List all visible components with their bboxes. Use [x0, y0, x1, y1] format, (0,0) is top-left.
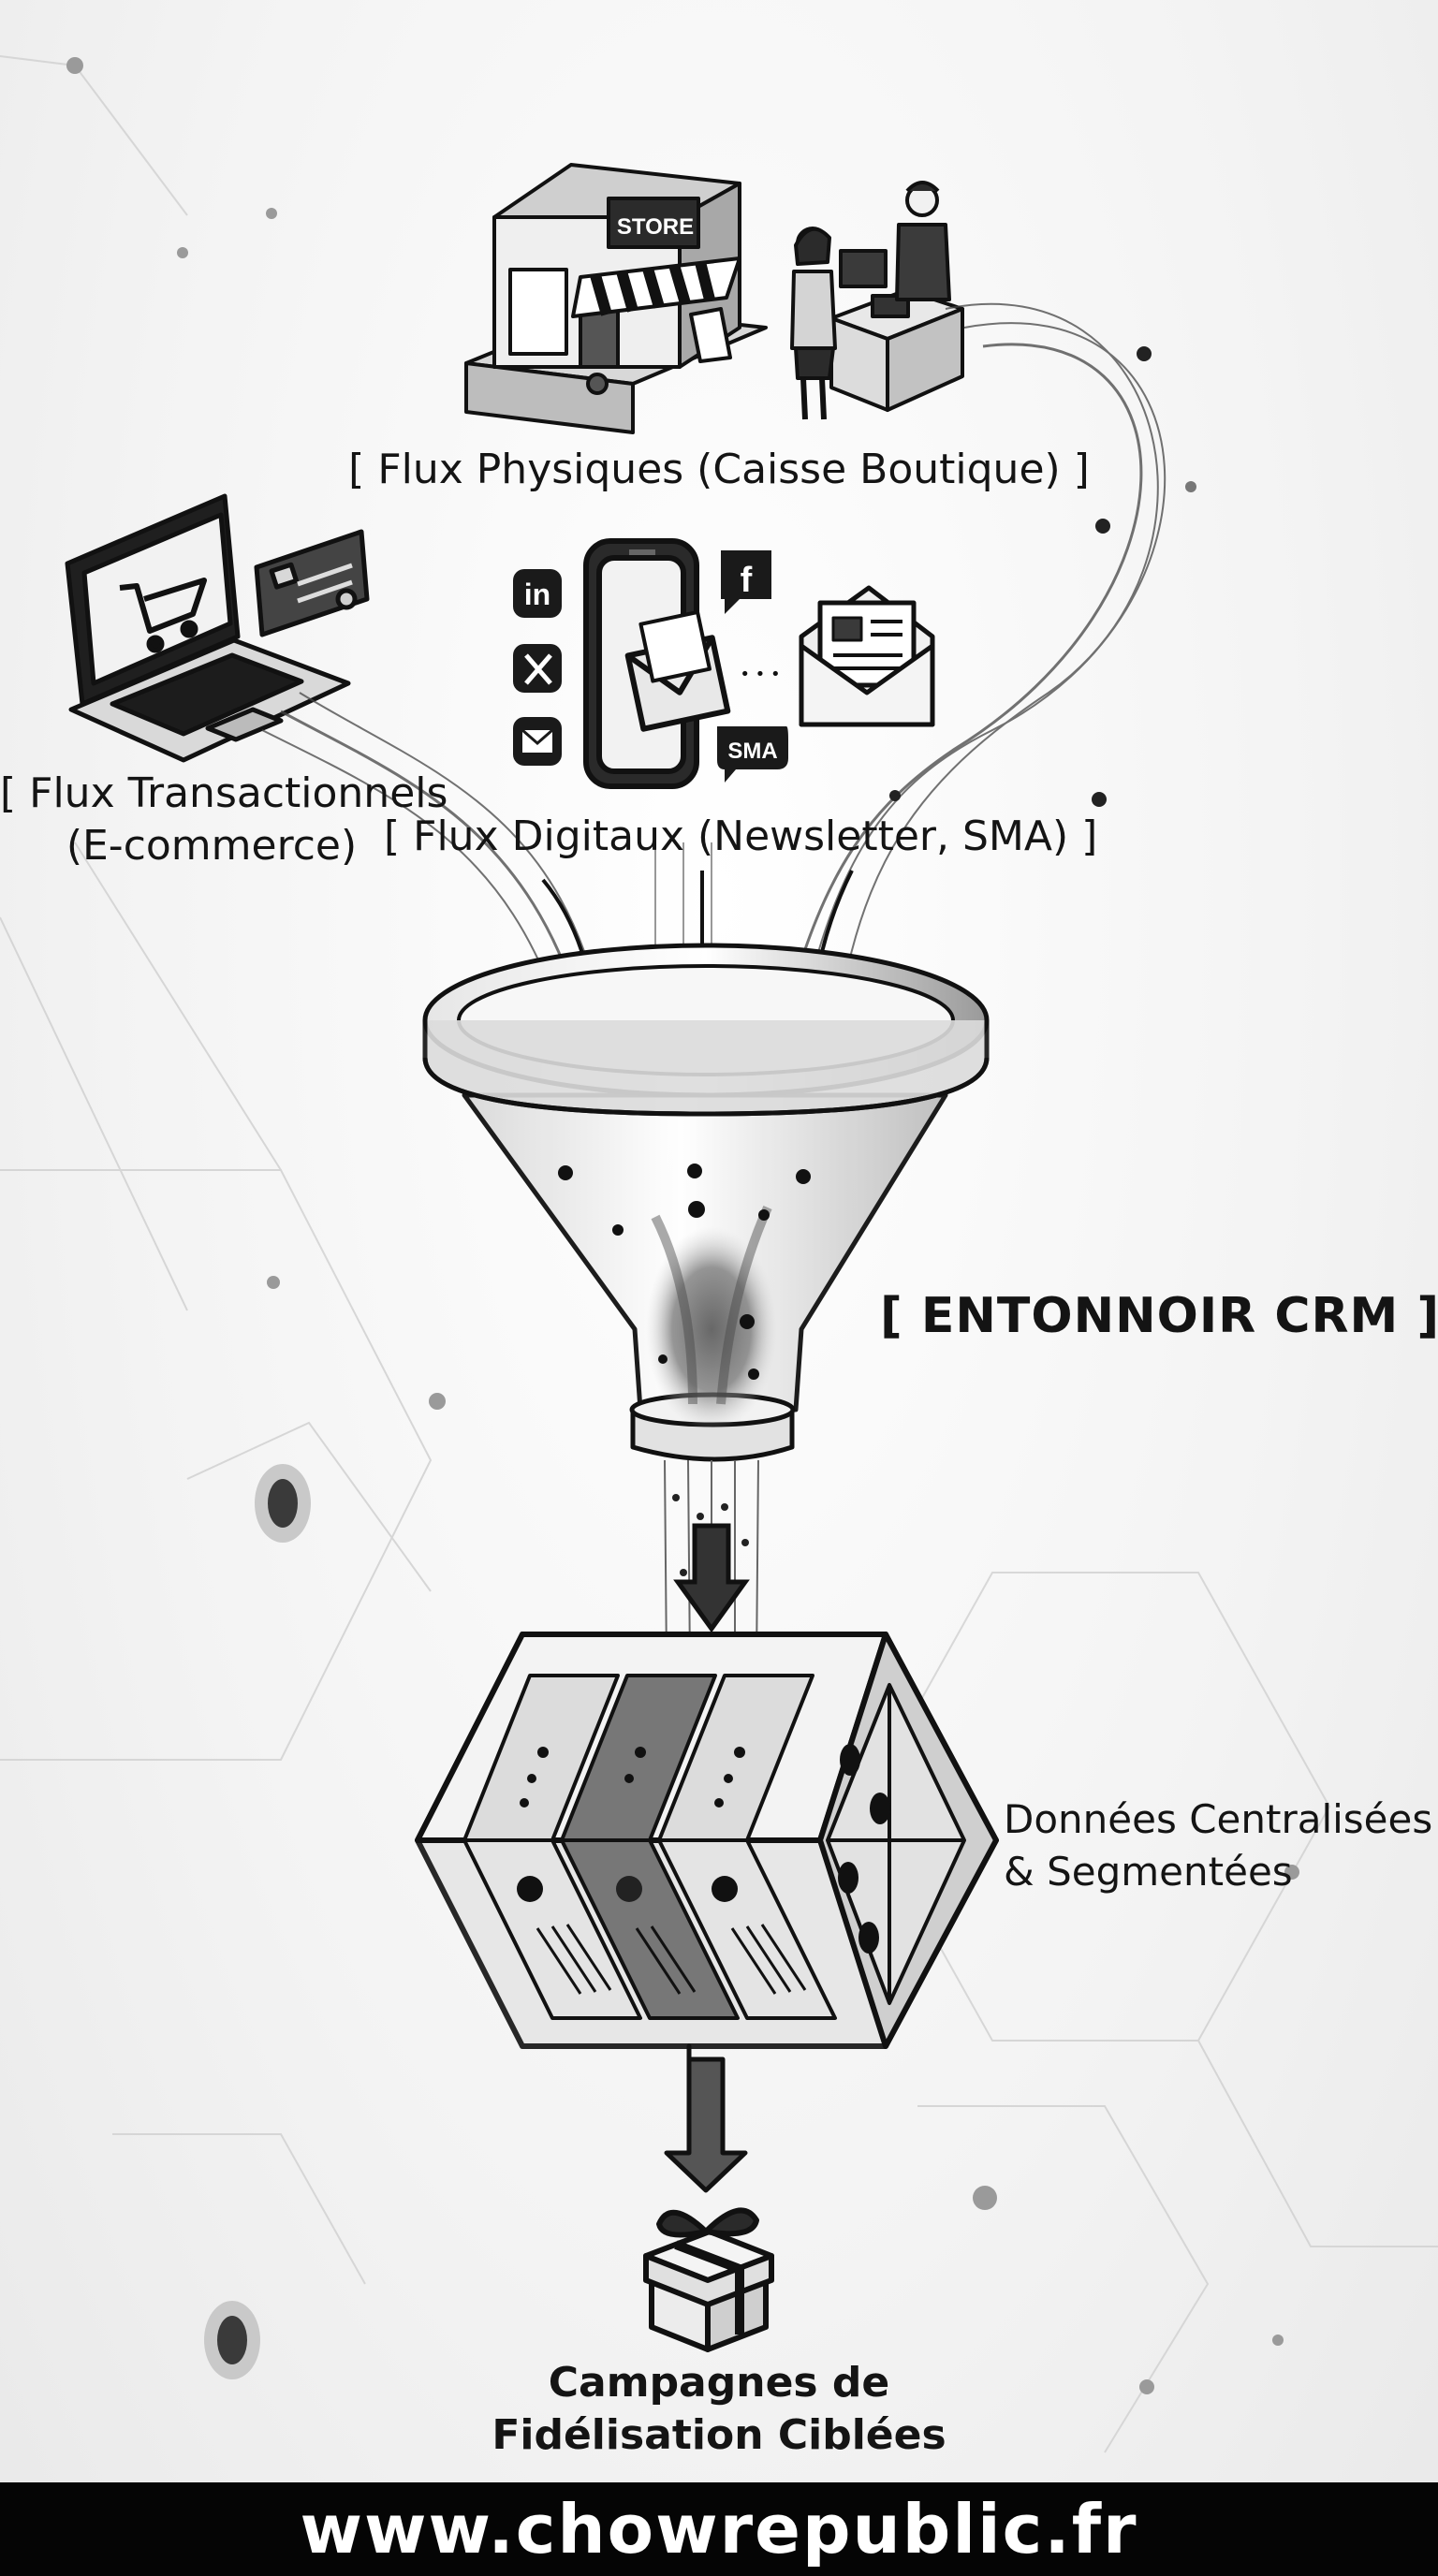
footer-banner: www.chowrepublic.fr [0, 2482, 1438, 2576]
ellipsis-dots: • • • [740, 665, 780, 684]
donnees-line-1: Données Centralisées [1004, 1796, 1433, 1842]
newsletter-envelope-icon [799, 585, 935, 727]
svg-text:in: in [524, 578, 550, 611]
mail-icon [513, 717, 562, 766]
flow-node-dots [889, 346, 1196, 807]
phone-illustration [583, 538, 731, 789]
data-flow-lines [261, 302, 1167, 1021]
funnel-particles [558, 1164, 811, 1432]
flux-transactionnels-label: [ Flux Transactionnels (E-commerce) [0, 768, 448, 872]
entonnoir-crm-label: [ ENTONNOIR CRM ] [880, 1288, 1438, 1344]
donnees-line-2: & Segmentées [1004, 1849, 1293, 1895]
flux-transactionnels-line-2: (E-commerce) [66, 822, 358, 870]
output-arrow [664, 2043, 748, 2193]
data-cube-illustration [415, 1632, 999, 2049]
laptop-ecommerce-illustration [65, 493, 370, 763]
flux-digitaux-label: [ Flux Digitaux (Newsletter, SMA) ] [384, 812, 1098, 860]
background-lenses [204, 1464, 311, 2379]
facebook-icon: f [721, 550, 771, 614]
flux-physiques-label: [ Flux Physiques (Caisse Boutique) ] [348, 446, 1090, 493]
background-network [0, 55, 1438, 2453]
flux-transactionnels-line-1: [ Flux Transactionnels [0, 769, 448, 817]
gift-icon [643, 2207, 774, 2352]
x-icon [513, 644, 562, 693]
sma-badge-icon [717, 726, 788, 783]
donnees-centralisees-label: Données Centralisées & Segmentées [1004, 1793, 1432, 1898]
background-dots [66, 57, 1299, 2394]
counter-scene-illustration [790, 181, 964, 420]
store-sign-text: STORE [617, 214, 694, 240]
footer-url[interactable]: www.chowrepublic.fr [300, 2490, 1138, 2569]
store-illustration [464, 163, 768, 434]
campagnes-line-2: Fidélisation Ciblées [492, 2411, 946, 2459]
cube-slot-marks [517, 1744, 890, 1954]
campagnes-line-1: Campagnes de [548, 2359, 890, 2407]
sma-badge-text: SMA [727, 739, 777, 764]
linkedin-icon: in [513, 569, 562, 618]
campagnes-fidelisation-label: Campagnes de Fidélisation Ciblées [0, 2357, 1438, 2462]
svg-text:f: f [741, 561, 753, 600]
stream-arrow [673, 1523, 750, 1633]
